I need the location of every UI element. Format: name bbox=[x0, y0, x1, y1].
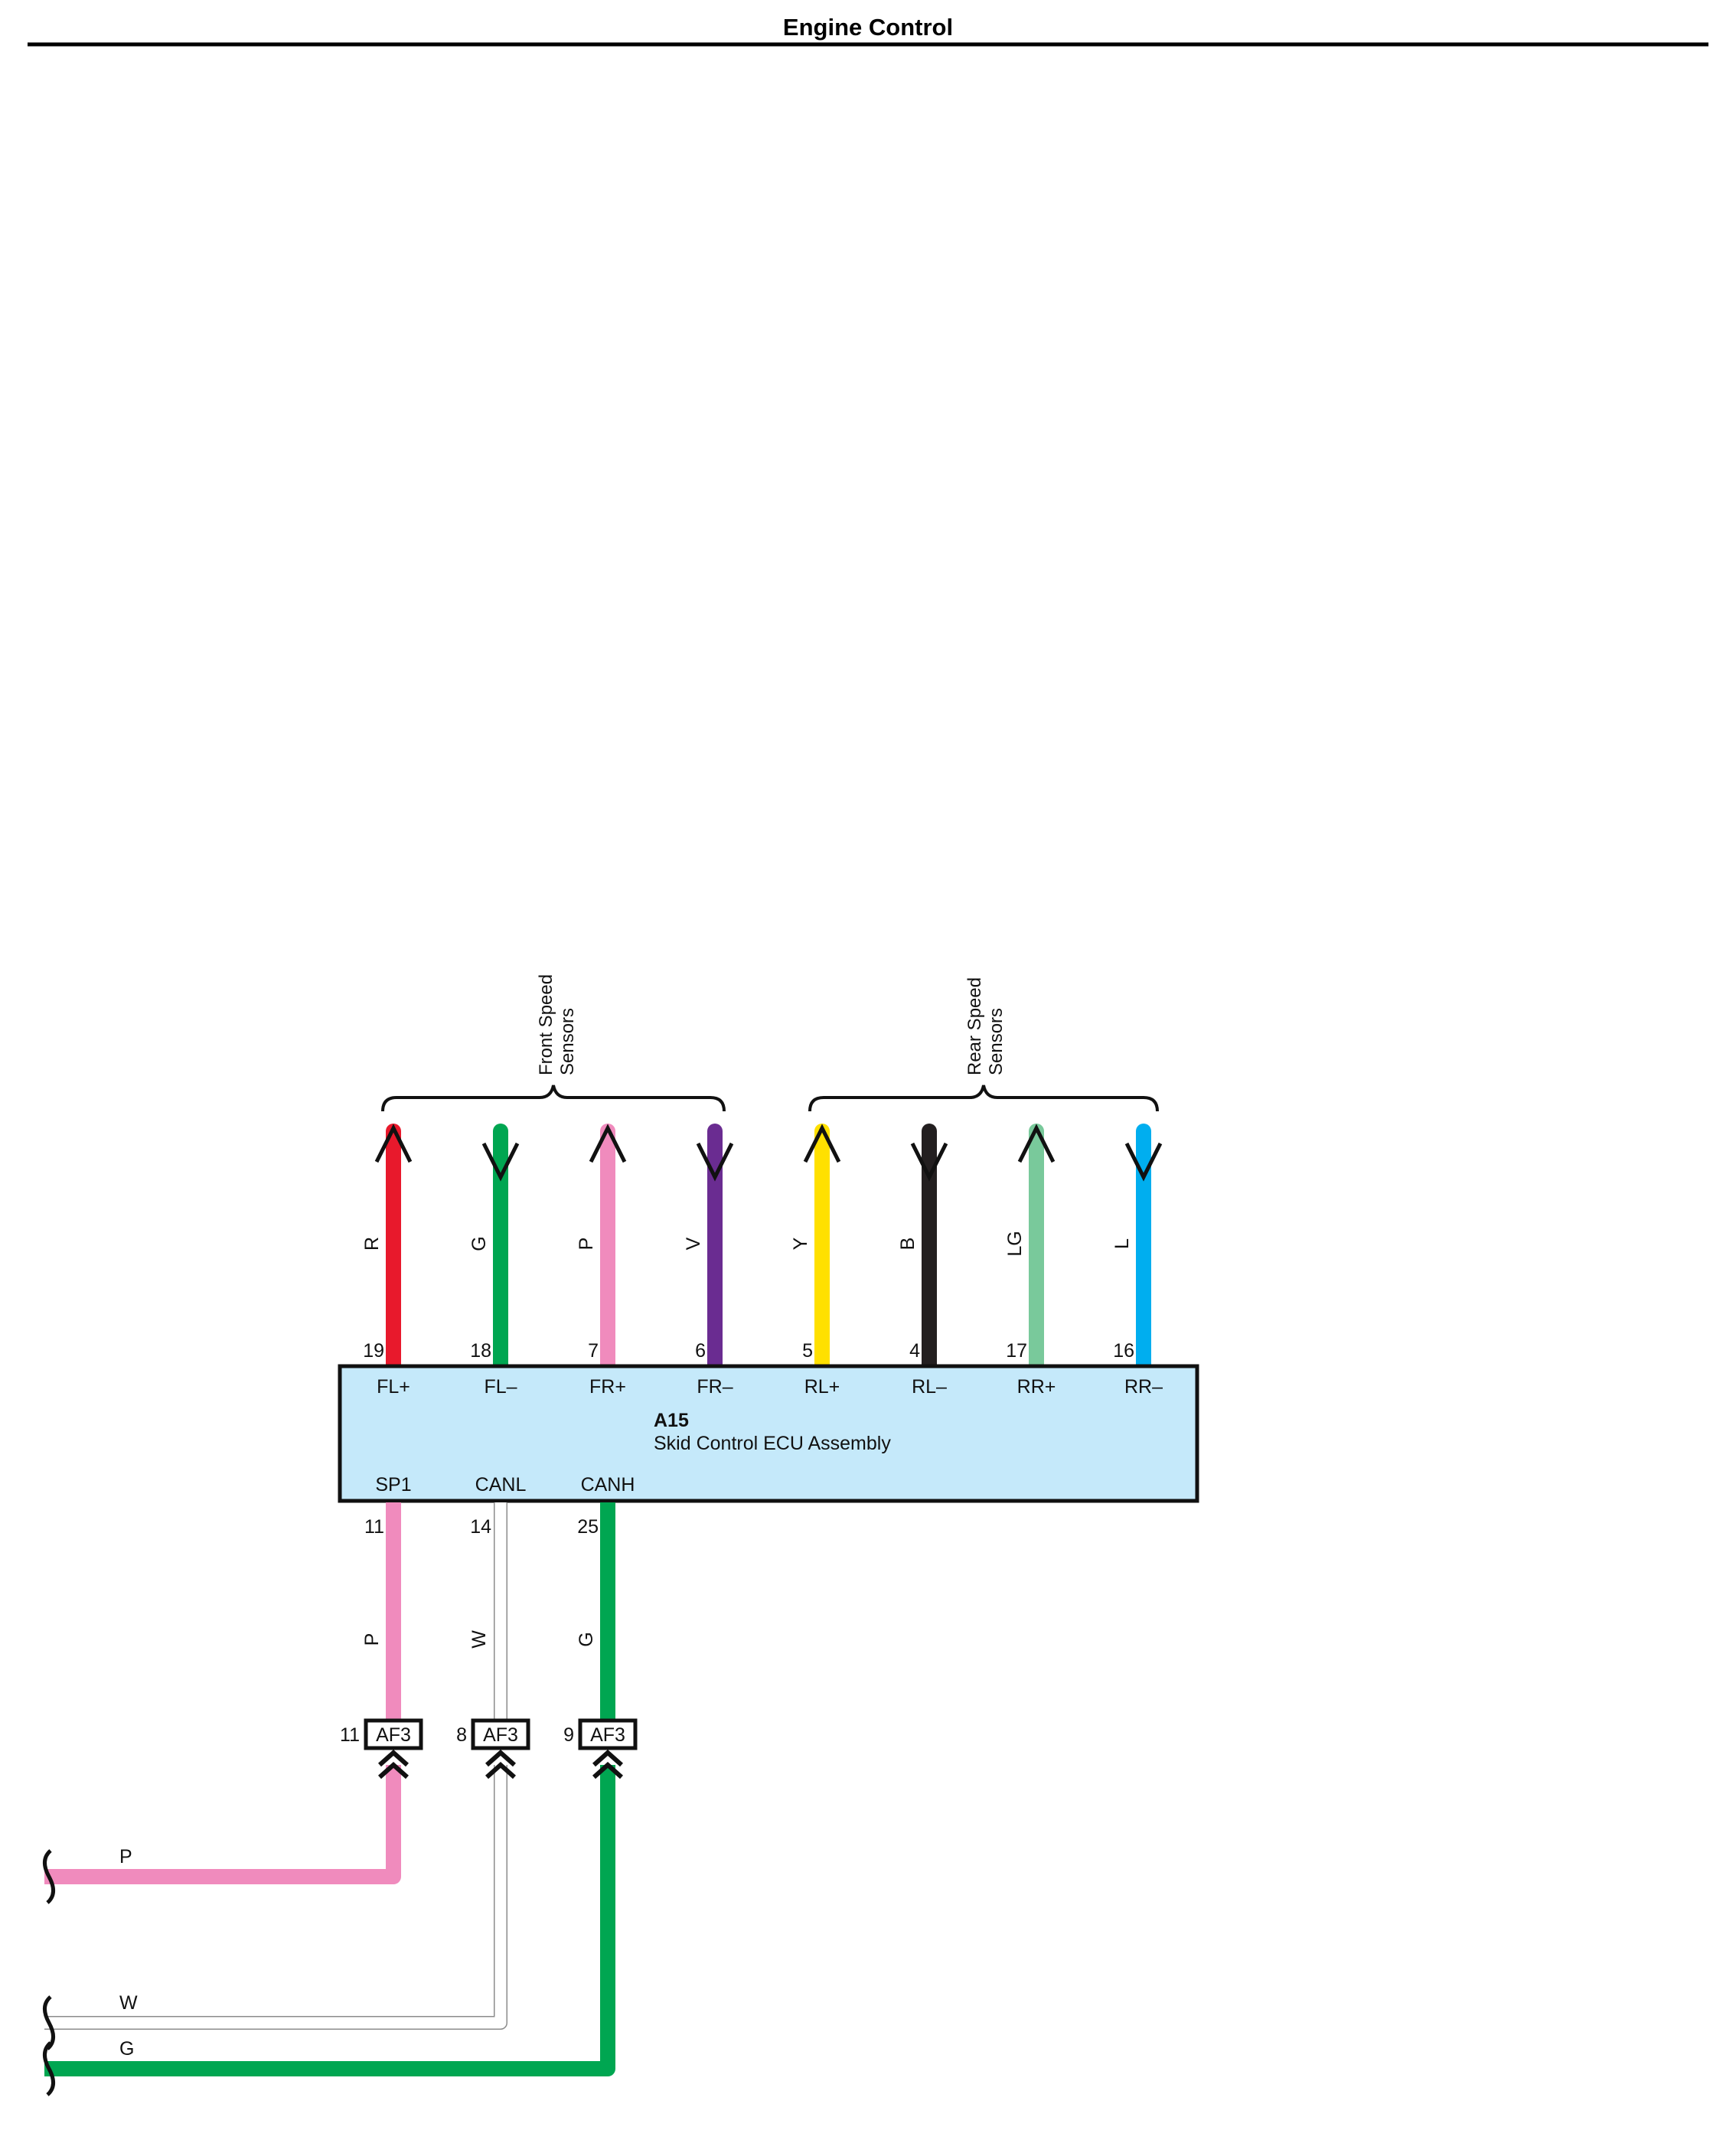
wire-color-label: V bbox=[683, 1237, 704, 1250]
wire-FR+: P7 bbox=[576, 1124, 627, 1374]
connector-pin: 8 bbox=[456, 1724, 467, 1746]
wire-color-label: L bbox=[1111, 1238, 1133, 1249]
group-label-line1: Rear Speed bbox=[964, 977, 985, 1075]
connector-code: AF3 bbox=[483, 1724, 518, 1746]
connector-pin: 11 bbox=[340, 1724, 360, 1746]
pin-number: 14 bbox=[470, 1516, 491, 1538]
group-label-line2: Sensors bbox=[986, 1008, 1007, 1075]
chevron-up-icon bbox=[378, 1761, 409, 1779]
terminal-label-FL–: FL– bbox=[484, 1376, 517, 1398]
wire-line-outline bbox=[44, 1765, 507, 2030]
left-wire-color-label: P bbox=[119, 1846, 132, 1867]
wire-color-label: P bbox=[576, 1238, 597, 1251]
connector-af3: AF3 9 bbox=[563, 1718, 638, 1779]
pin-number: 19 bbox=[363, 1340, 384, 1362]
chevron-up-icon bbox=[485, 1749, 516, 1767]
pin-number: 16 bbox=[1113, 1340, 1134, 1362]
wire-break-icon bbox=[43, 1849, 55, 1904]
terminal-label-FR–: FR– bbox=[697, 1376, 733, 1398]
terminal-label-RL–: RL– bbox=[912, 1376, 947, 1398]
wire-line bbox=[44, 1765, 615, 2076]
connector-body bbox=[364, 1718, 423, 1750]
connector-code: AF3 bbox=[590, 1724, 625, 1746]
wire-break-icon bbox=[43, 2041, 55, 2096]
connector-af3: AF3 8 bbox=[456, 1718, 530, 1779]
wire-color-label: R bbox=[361, 1237, 383, 1251]
left-wire-color-label: G bbox=[119, 2038, 134, 2060]
connector-af3: AF3 11 bbox=[340, 1718, 423, 1779]
arrow-up-icon bbox=[589, 1124, 627, 1163]
front-speed-sensors-group: Front Speed Sensors bbox=[381, 974, 726, 1112]
wire-RR–: L 16 bbox=[1111, 1124, 1163, 1374]
rear-speed-sensors-group: Rear Speed Sensors bbox=[808, 977, 1159, 1112]
pin-number: 17 bbox=[1006, 1340, 1027, 1362]
connector-body bbox=[471, 1718, 530, 1750]
pin-number: 18 bbox=[470, 1340, 491, 1362]
terminal-label-FR+: FR+ bbox=[589, 1376, 626, 1398]
pin-number: 4 bbox=[909, 1340, 920, 1362]
wire-FL–: G 18 bbox=[468, 1124, 520, 1374]
wire-line bbox=[44, 1765, 401, 1884]
chevron-up-icon bbox=[592, 1761, 623, 1779]
connector-body bbox=[578, 1718, 638, 1750]
wire-break-icon bbox=[43, 1995, 55, 2050]
pin-number: 7 bbox=[588, 1340, 599, 1362]
chevron-up-icon bbox=[485, 1761, 516, 1779]
arrow-down-icon bbox=[696, 1142, 734, 1182]
ecu-name: Skid Control ECU Assembly bbox=[654, 1433, 891, 1454]
terminal-label-RR+: RR+ bbox=[1017, 1376, 1056, 1398]
wire-color-label: G bbox=[468, 1236, 490, 1251]
page-title: Engine Control bbox=[783, 14, 953, 41]
terminal-label-FL+: FL+ bbox=[377, 1376, 410, 1398]
ecu-terminals: FL+ FL– FR+ FR– RL+ RL– RR+ RR– SP1 CANL CANH bbox=[375, 1376, 1163, 1496]
wire-RL–: B4 bbox=[897, 1124, 948, 1374]
wire-color-label: W bbox=[468, 1630, 490, 1649]
ecu-code: A15 bbox=[654, 1410, 689, 1431]
terminal-label-RL+: RL+ bbox=[804, 1376, 840, 1398]
wire-RR+: LG 17 bbox=[1004, 1124, 1056, 1374]
brace bbox=[808, 1085, 1159, 1112]
wire-color-label: P bbox=[361, 1633, 383, 1646]
pin-number: 11 bbox=[364, 1516, 384, 1538]
arrow-down-icon bbox=[910, 1142, 948, 1182]
wire-color-label: Y bbox=[790, 1237, 811, 1250]
connector-code: AF3 bbox=[376, 1724, 411, 1746]
wire-color-label: G bbox=[576, 1632, 597, 1646]
terminal-label-SP1: SP1 bbox=[375, 1474, 411, 1496]
group-label-line2: Sensors bbox=[557, 1008, 578, 1075]
wire-line bbox=[44, 1765, 507, 2029]
arrow-up-icon bbox=[1017, 1124, 1056, 1163]
arrow-down-icon bbox=[1124, 1142, 1163, 1182]
wire-RL+: Y5 bbox=[790, 1124, 841, 1374]
pin-number: 25 bbox=[577, 1516, 599, 1538]
left-wire-color-label: W bbox=[119, 1992, 138, 2014]
terminal-label-CANL: CANL bbox=[475, 1474, 527, 1496]
ecu-body bbox=[338, 1364, 1199, 1503]
group-label-line1: Front Speed bbox=[536, 974, 556, 1075]
arrow-up-icon bbox=[374, 1124, 413, 1163]
ecu-box: A15 Skid Control ECU Assembly bbox=[338, 1364, 1199, 1503]
wire-color-label: LG bbox=[1004, 1231, 1026, 1256]
connector-pin: 9 bbox=[563, 1724, 574, 1746]
wire-FL+: R 19 bbox=[361, 1124, 413, 1374]
chevron-up-icon bbox=[378, 1749, 409, 1767]
wire-FR–: V6 bbox=[683, 1124, 734, 1374]
arrow-up-icon bbox=[803, 1124, 841, 1163]
pin-number: 5 bbox=[802, 1340, 813, 1362]
pin-number: 6 bbox=[695, 1340, 706, 1362]
wire-color-label: B bbox=[897, 1238, 919, 1251]
chevron-up-icon bbox=[592, 1749, 623, 1767]
arrow-down-icon bbox=[481, 1142, 520, 1182]
brace bbox=[381, 1085, 726, 1112]
terminal-label-RR–: RR– bbox=[1124, 1376, 1163, 1398]
terminal-label-CANH: CANH bbox=[581, 1474, 635, 1496]
